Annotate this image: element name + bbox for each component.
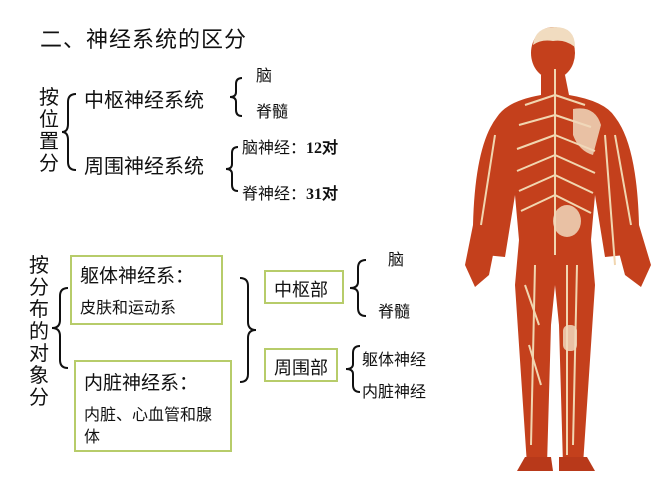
central-item-brain: 脑 — [388, 250, 405, 269]
central-brace — [349, 259, 367, 317]
by-position-label: 按位置分 — [39, 85, 59, 175]
pns-item-cranial: 脑神经：12对 — [242, 138, 339, 157]
visceral-heading: 内脏神经系： — [84, 372, 199, 394]
peripheral-brace — [345, 345, 361, 393]
somatic-box: 躯体神经系： 皮肤和运动系 — [70, 255, 223, 325]
cns-item-spinal-cord: 脊髓 — [256, 102, 289, 121]
distribution-brace — [51, 287, 69, 369]
pns-brace — [225, 146, 239, 192]
scapula-shape — [573, 108, 601, 155]
central-item-spinal-cord: 脊髓 — [378, 302, 411, 321]
visceral-box: 内脏神经系： 内脏、心血管和腺体 — [74, 360, 232, 452]
nervous-system-figure — [465, 27, 651, 471]
peripheral-item-visceral: 内脏神经 — [362, 382, 427, 401]
cns-item-brain: 脑 — [256, 66, 273, 85]
cns-label: 中枢神经系统 — [84, 88, 204, 112]
brain-icon — [533, 27, 575, 47]
body-silhouette — [465, 27, 651, 471]
peripheral-item-somatic: 躯体神经 — [362, 350, 427, 369]
merge-brace — [239, 277, 257, 383]
somatic-heading: 躯体神经系： — [80, 265, 195, 287]
pns-label: 周围神经系统 — [84, 154, 204, 178]
central-part-label: 中枢部 — [274, 280, 328, 301]
central-part-box: 中枢部 — [264, 270, 344, 304]
section-title: 二、神经系统的区分 — [40, 28, 248, 53]
peripheral-part-box: 周围部 — [264, 348, 338, 382]
pns-item-spinal: 脊神经：31对 — [242, 184, 339, 203]
peripheral-part-label: 周围部 — [274, 358, 328, 379]
by-distribution-label: 按分布的对象分 — [29, 253, 49, 409]
somatic-body: 皮肤和运动系 — [80, 298, 177, 317]
knee-shape — [563, 325, 577, 351]
position-brace — [61, 93, 77, 171]
visceral-body: 内脏、心血管和腺体 — [84, 405, 213, 446]
pelvis-shape — [553, 205, 581, 237]
cns-brace — [229, 77, 243, 117]
